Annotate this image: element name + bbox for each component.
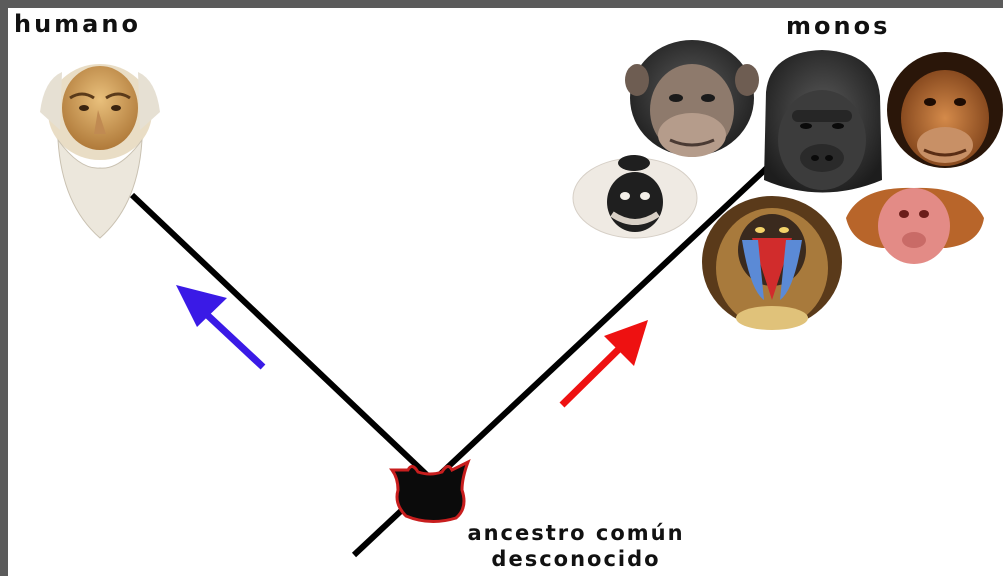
orangutan-icon bbox=[887, 52, 1003, 168]
ancestor-label-line-1: ancestro común bbox=[426, 520, 726, 546]
uakari-icon bbox=[846, 188, 984, 264]
human-branch-line bbox=[132, 195, 428, 476]
human-label: humano bbox=[14, 10, 141, 38]
ancestor-silhouette-icon bbox=[392, 462, 468, 522]
ancestor-label: ancestro común desconocido bbox=[426, 520, 726, 572]
human-portrait-icon bbox=[40, 64, 160, 238]
ancestor-label-line-2: desconocido bbox=[426, 546, 726, 572]
apes-label: monos bbox=[786, 12, 890, 40]
mandrill-icon bbox=[702, 196, 842, 330]
human-direction-arrow-icon bbox=[176, 285, 263, 367]
ape-direction-arrow-icon bbox=[562, 320, 648, 405]
gibbon-icon bbox=[573, 155, 697, 238]
chimpanzee-icon bbox=[625, 40, 759, 157]
gorilla-icon bbox=[764, 50, 882, 193]
